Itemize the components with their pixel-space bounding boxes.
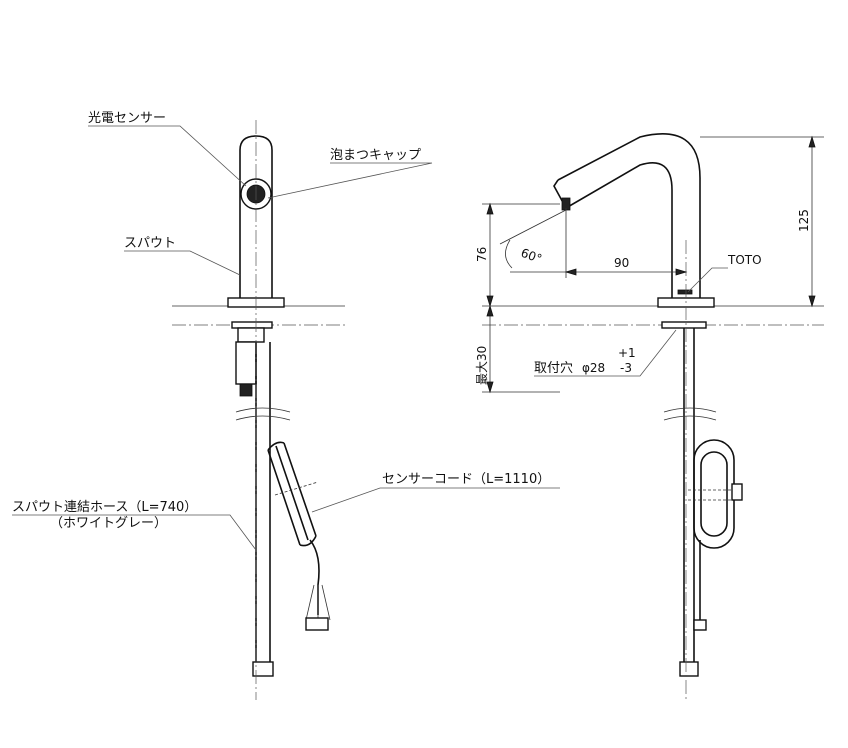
hole-leader	[534, 329, 677, 377]
brand-mark-text: TOTO	[727, 253, 762, 267]
angle-60-lines	[499, 209, 567, 273]
front-shank	[237, 327, 265, 343]
hose-leader	[12, 514, 257, 551]
hose-color-label: （ホワイトグレー）	[50, 516, 167, 531]
side-cord-coil-inner	[700, 451, 728, 537]
dim-30-arrows	[486, 304, 494, 394]
side-cord-tie	[688, 489, 740, 501]
dim-125-text: 125	[797, 209, 811, 232]
front-cord-connector	[305, 617, 329, 631]
sensor-label: 光電センサー	[88, 111, 166, 126]
front-cord-wires	[305, 584, 331, 621]
side-break-mark	[663, 407, 717, 421]
dim-76-arrows	[486, 202, 494, 308]
aerator-cap-label: 泡まつキャップ	[330, 148, 421, 163]
side-cord-coil-outer	[693, 439, 735, 549]
side-hose-end	[679, 661, 699, 677]
side-spout-outer	[557, 133, 701, 298]
front-sensor-connector	[235, 341, 257, 385]
sensor-cord-label: センサーコード（L=1110）	[382, 472, 550, 487]
front-spout-body	[239, 135, 273, 298]
dim-90-text: 90	[614, 256, 629, 270]
side-cord-connector	[693, 619, 707, 631]
dim-125-arrows	[808, 135, 816, 308]
hole-label: 取付穴	[534, 361, 573, 376]
spout-label: スパウト	[124, 236, 176, 251]
angle-60-text: 60°	[519, 246, 544, 266]
hose-label: スパウト連結ホース（L=740）	[12, 500, 197, 515]
dim-76-text: 76	[475, 247, 489, 262]
angle-60-arc	[505, 239, 513, 269]
aerator-leader	[267, 162, 433, 199]
front-cord-tie	[274, 481, 319, 496]
spout-leader	[124, 250, 241, 276]
side-view: 125 76 90 60° 最大30 TOTO 取付穴 φ28 +1 -3	[475, 133, 824, 700]
side-cord-clip	[731, 483, 743, 501]
front-cord-lead	[309, 539, 320, 615]
side-mounting-nut	[661, 321, 707, 329]
sensor-leader	[88, 125, 247, 187]
cord-leader	[311, 487, 560, 513]
front-cord-coil	[267, 441, 317, 547]
hole-diameter-text: φ28	[582, 361, 605, 375]
side-spout-inner	[565, 162, 673, 298]
front-mounting-nut	[231, 321, 273, 329]
front-connector-tip	[239, 383, 253, 397]
dim-30-text: 最大30	[475, 346, 489, 385]
dim-90-arrows	[564, 268, 688, 276]
hole-tolerance-minus: -3	[620, 361, 632, 375]
side-brand-plate	[677, 289, 693, 295]
hole-tolerance-plus: +1	[618, 346, 636, 360]
front-hose-end	[252, 661, 274, 677]
toto-leader	[687, 267, 728, 293]
front-break-mark	[235, 407, 291, 421]
front-view: 光電センサー 泡まつキャップ スパウト センサーコード（L=1110） スパウト…	[12, 111, 560, 700]
